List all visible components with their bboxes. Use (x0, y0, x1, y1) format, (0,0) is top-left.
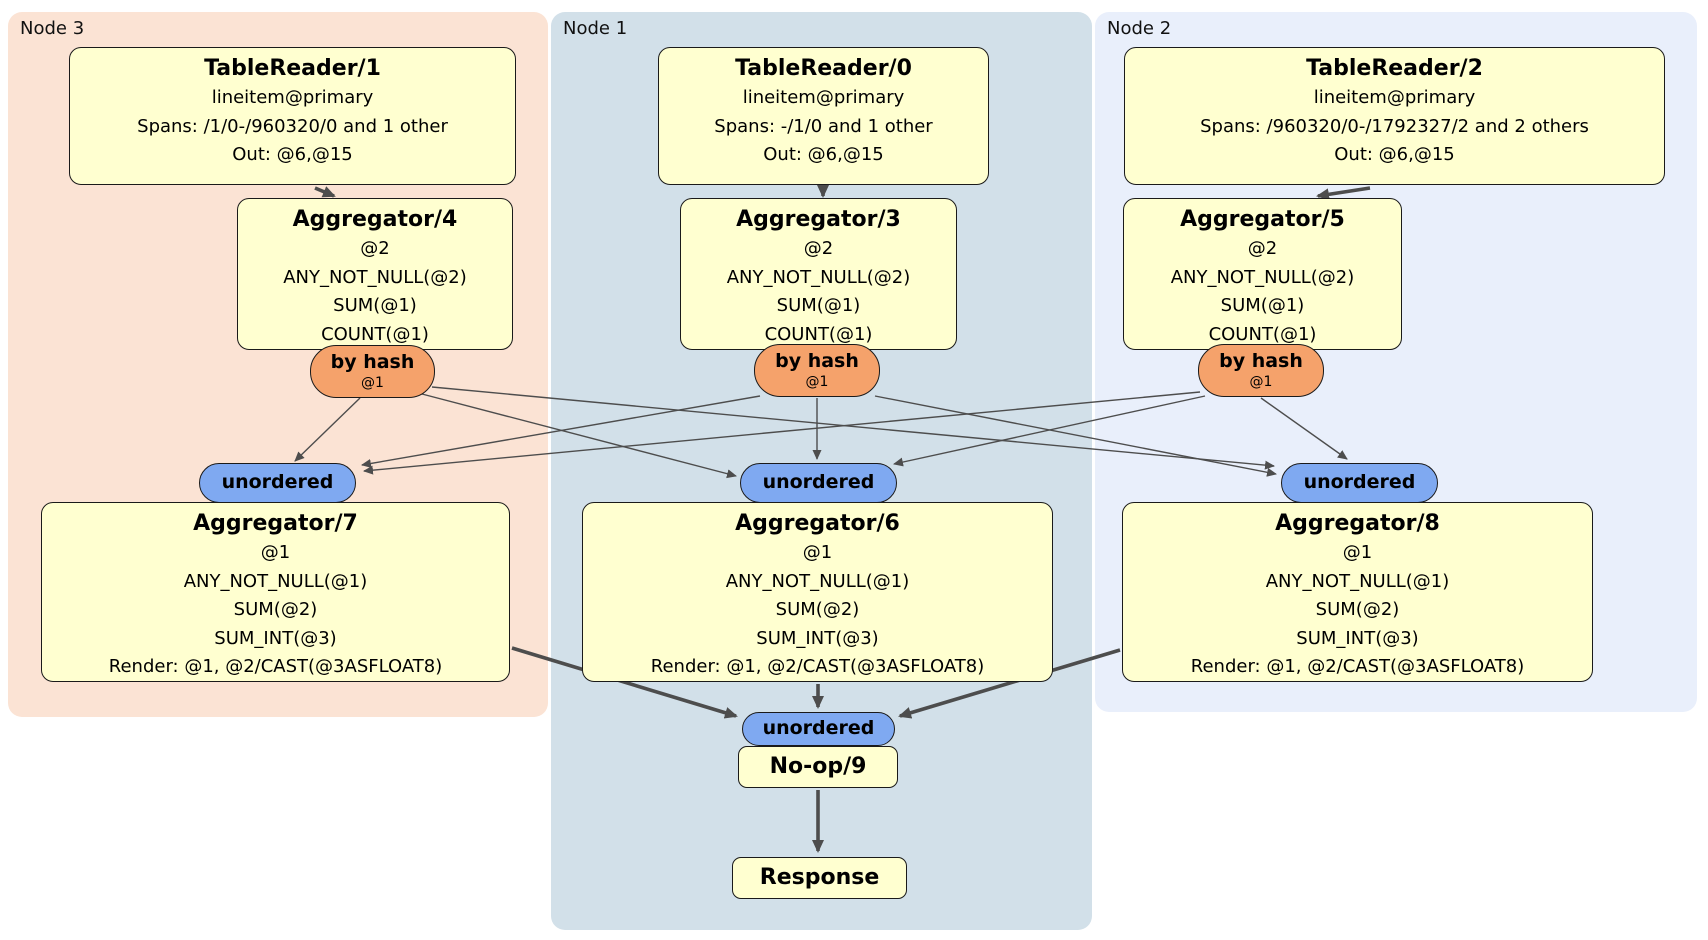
node2-label: Node 2 (1107, 18, 1172, 39)
processor-detail: COUNT(@1) (764, 323, 873, 345)
sync-unordered-node1: unordered (740, 463, 897, 503)
processor-title: TableReader/1 (204, 56, 381, 81)
processor-detail: Render: @1, @2/CAST(@3ASFLOAT8) (1190, 656, 1525, 677)
processor-detail: @2 (803, 238, 834, 259)
processor-tablereader-1: TableReader/1 lineitem@primary Spans: /1… (69, 47, 516, 185)
processor-detail: lineitem@primary (1313, 87, 1476, 108)
processor-title: Aggregator/6 (735, 511, 900, 536)
processor-detail: COUNT(@1) (321, 323, 429, 345)
router-columns: @1 (361, 375, 384, 391)
router-label: by hash (330, 351, 415, 373)
processor-title: Aggregator/5 (1180, 207, 1345, 232)
processor-detail: Spans: /1/0-/960320/0 and 1 other (137, 115, 448, 137)
processor-title: Response (759, 865, 880, 890)
node1-label: Node 1 (563, 18, 628, 39)
processor-response: Response (732, 857, 907, 899)
processor-aggregator-7: Aggregator/7 @1 ANY_NOT_NULL(@1) SUM(@2)… (41, 502, 510, 682)
processor-detail: @2 (1247, 238, 1278, 259)
processor-detail: SUM_INT(@3) (214, 627, 337, 649)
router-columns: @1 (1249, 374, 1273, 390)
processor-detail: @1 (260, 542, 291, 563)
processor-detail: Out: @6,@15 (763, 144, 884, 165)
processor-tablereader-0: TableReader/0 lineitem@primary Spans: -/… (658, 47, 989, 185)
sync-unordered-noop: unordered (742, 712, 895, 746)
processor-title: TableReader/0 (735, 56, 912, 81)
sync-unordered-node2: unordered (1281, 463, 1438, 503)
sync-label: unordered (762, 471, 875, 493)
processor-detail: @1 (1342, 542, 1373, 563)
processor-detail: ANY_NOT_NULL(@1) (183, 570, 368, 592)
processor-detail: ANY_NOT_NULL(@1) (1265, 570, 1450, 592)
processor-detail: SUM(@2) (1315, 599, 1400, 620)
processor-detail: COUNT(@1) (1208, 323, 1317, 345)
processor-detail: SUM_INT(@3) (1296, 627, 1419, 649)
processor-title: No-op/9 (769, 754, 867, 779)
processor-aggregator-4: Aggregator/4 @2 ANY_NOT_NULL(@2) SUM(@1)… (237, 198, 513, 350)
processor-aggregator-3: Aggregator/3 @2 ANY_NOT_NULL(@2) SUM(@1)… (680, 198, 957, 350)
processor-aggregator-6: Aggregator/6 @1 ANY_NOT_NULL(@1) SUM(@2)… (582, 502, 1053, 682)
processor-detail: ANY_NOT_NULL(@2) (726, 266, 911, 288)
processor-detail: ANY_NOT_NULL(@1) (725, 570, 910, 592)
processor-detail: ANY_NOT_NULL(@2) (283, 266, 467, 288)
node3-label: Node 3 (20, 18, 85, 39)
processor-title: Aggregator/8 (1275, 511, 1440, 536)
processor-detail: SUM(@1) (333, 295, 417, 316)
processor-detail: SUM_INT(@3) (756, 627, 879, 649)
router-label: by hash (775, 350, 859, 372)
processor-detail: SUM(@1) (1220, 295, 1305, 316)
processor-tablereader-2: TableReader/2 lineitem@primary Spans: /9… (1124, 47, 1665, 185)
processor-noop-9: No-op/9 (738, 746, 898, 788)
processor-title: Aggregator/3 (736, 207, 901, 232)
processor-detail: Out: @6,@15 (232, 144, 353, 165)
processor-detail: lineitem@primary (742, 87, 905, 108)
processor-detail: Out: @6,@15 (1334, 144, 1455, 165)
router-columns: @1 (805, 374, 829, 390)
router-label: by hash (1219, 350, 1303, 372)
processor-detail: Render: @1, @2/CAST(@3ASFLOAT8) (108, 656, 443, 677)
processor-detail: ANY_NOT_NULL(@2) (1170, 266, 1355, 288)
router-by-hash-3: by hash @1 (754, 344, 880, 397)
processor-title: Aggregator/4 (292, 207, 458, 232)
processor-detail: Spans: -/1/0 and 1 other (714, 115, 933, 137)
processor-aggregator-5: Aggregator/5 @2 ANY_NOT_NULL(@2) SUM(@1)… (1123, 198, 1402, 350)
processor-detail: SUM(@1) (776, 295, 861, 316)
processor-detail: @1 (802, 542, 833, 563)
processor-title: TableReader/2 (1306, 56, 1483, 81)
processor-detail: SUM(@2) (233, 599, 318, 620)
sync-unordered-node3: unordered (199, 463, 356, 503)
router-by-hash-4: by hash @1 (310, 345, 435, 398)
processor-aggregator-8: Aggregator/8 @1 ANY_NOT_NULL(@1) SUM(@2)… (1122, 502, 1593, 682)
processor-detail: @2 (360, 238, 390, 259)
processor-detail: Spans: /960320/0-/1792327/2 and 2 others (1200, 115, 1589, 137)
router-by-hash-5: by hash @1 (1198, 344, 1324, 397)
processor-detail: lineitem@primary (211, 87, 374, 108)
processor-detail: Render: @1, @2/CAST(@3ASFLOAT8) (650, 656, 985, 677)
processor-title: Aggregator/7 (193, 511, 358, 536)
sync-label: unordered (1303, 471, 1416, 493)
sync-label: unordered (762, 717, 875, 739)
processor-detail: SUM(@2) (775, 599, 860, 620)
sync-label: unordered (221, 471, 334, 493)
